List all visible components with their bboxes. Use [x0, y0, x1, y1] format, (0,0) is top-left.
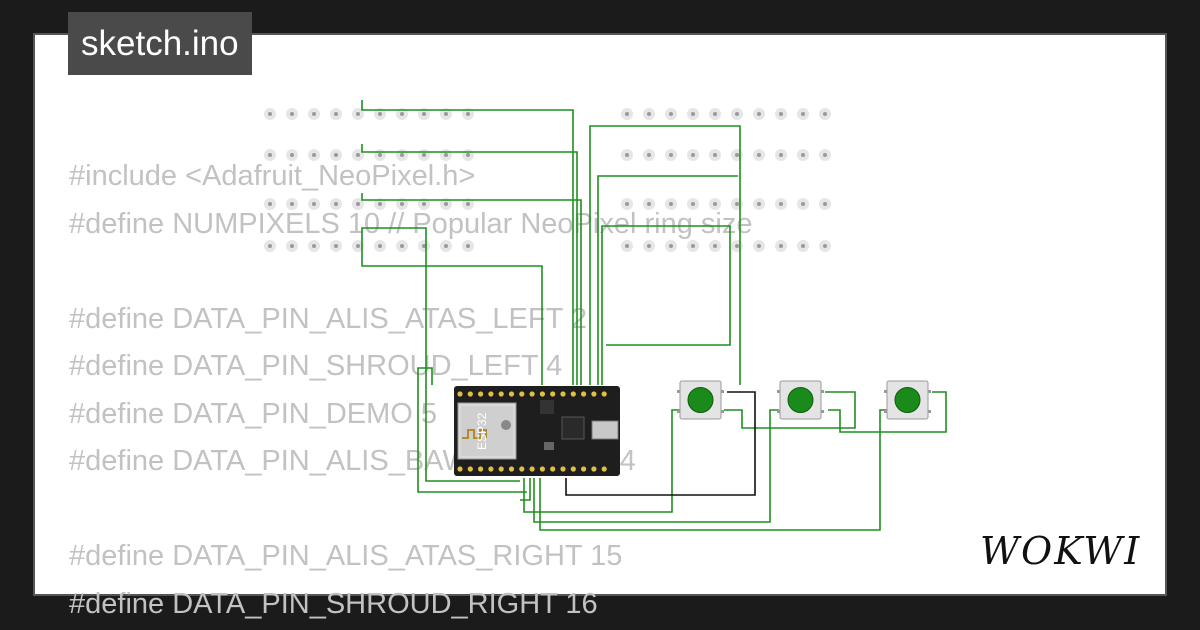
wire	[520, 478, 531, 501]
header-pin	[519, 391, 525, 397]
header-pin	[581, 391, 587, 397]
wire	[361, 227, 520, 482]
header-pin	[539, 391, 546, 397]
neopixel-strip[interactable]	[621, 149, 831, 161]
wire	[601, 225, 731, 385]
neopixel-strip[interactable]	[264, 149, 474, 161]
header-pin	[457, 391, 463, 397]
neopixel-strip[interactable]	[621, 240, 831, 252]
neopixel-strip[interactable]	[264, 108, 474, 120]
wire	[724, 391, 856, 429]
header-pin	[550, 466, 556, 472]
header-pin	[601, 466, 607, 472]
code-line: #define DATA_PIN_DEMO 5	[69, 397, 438, 430]
wire	[597, 175, 738, 385]
wires	[361, 100, 947, 531]
wire	[361, 144, 578, 385]
wokwi-logo: WOKWI	[980, 529, 1141, 573]
header-pin	[591, 391, 597, 397]
esp32-board[interactable]: ESP32	[454, 386, 620, 476]
wire	[417, 367, 527, 493]
header-pin	[560, 466, 566, 472]
simulation-canvas: #include <Adafruit_NeoPixel.h> #define NU…	[33, 33, 1167, 620]
header-pin	[529, 391, 535, 397]
code-preview: #include <Adafruit_NeoPixel.h> #define NU…	[69, 153, 752, 628]
wire	[361, 193, 582, 385]
neopixel-strip[interactable]	[264, 240, 474, 252]
header-pin	[478, 391, 484, 397]
header-pin	[581, 466, 587, 472]
usb-port	[591, 420, 619, 440]
header-pin	[467, 391, 473, 397]
wire	[523, 409, 680, 513]
neopixel-strip[interactable]	[621, 108, 831, 120]
header-pin	[488, 391, 494, 397]
header-pin	[539, 466, 546, 472]
header-pin	[550, 391, 556, 397]
button-cap[interactable]	[687, 387, 714, 413]
code-line: #include <Adafruit_NeoPixel.h>	[69, 160, 476, 192]
code-line: #define NUMPIXELS 10 // Popular NeoPixel…	[69, 207, 753, 240]
push-button[interactable]	[677, 380, 724, 420]
header-pin	[529, 466, 535, 472]
header-pin	[570, 391, 576, 397]
svg-text:WOKWI: WOKWI	[980, 529, 1141, 573]
wire	[361, 100, 574, 385]
push-button[interactable]	[884, 380, 931, 420]
neopixel-strip[interactable]	[264, 198, 474, 210]
button-cap[interactable]	[787, 387, 814, 413]
header-pin	[508, 391, 515, 397]
header-pin	[498, 391, 504, 397]
button-cap[interactable]	[894, 387, 921, 413]
header-pin	[601, 391, 607, 397]
neopixel-strips	[264, 108, 831, 252]
push-buttons	[677, 380, 931, 420]
sketch-file-tab[interactable]: sketch.ino	[68, 12, 252, 75]
board-label: ESP32	[475, 412, 489, 450]
wire	[828, 391, 947, 433]
wire	[539, 409, 888, 531]
neopixel-strip[interactable]	[621, 198, 831, 210]
code-line: #define DATA_PIN_ALIS_ATAS_RIGHT 15	[69, 540, 623, 572]
header-pin	[508, 466, 515, 472]
header-pin	[498, 466, 504, 472]
header-pin	[467, 466, 473, 472]
header-pin	[570, 466, 576, 472]
header-pin	[478, 466, 484, 472]
header-pin	[488, 466, 494, 472]
wire	[533, 409, 779, 523]
wire-ground	[565, 391, 756, 496]
code-line: #define DATA_PIN_SHROUD_LEFT 4	[69, 350, 563, 382]
header-pin	[591, 466, 597, 472]
wire	[361, 232, 543, 385]
code-line: #define DATA_PIN_ALIS_ATAS_LEFT 2	[69, 302, 587, 335]
push-button[interactable]	[777, 380, 824, 420]
header-pin	[457, 466, 463, 472]
header-pin	[560, 391, 566, 397]
wire	[589, 125, 741, 385]
header-pin	[519, 466, 525, 472]
code-line: #define DATA_PIN_SHROUD_RIGHT 16	[69, 587, 598, 620]
